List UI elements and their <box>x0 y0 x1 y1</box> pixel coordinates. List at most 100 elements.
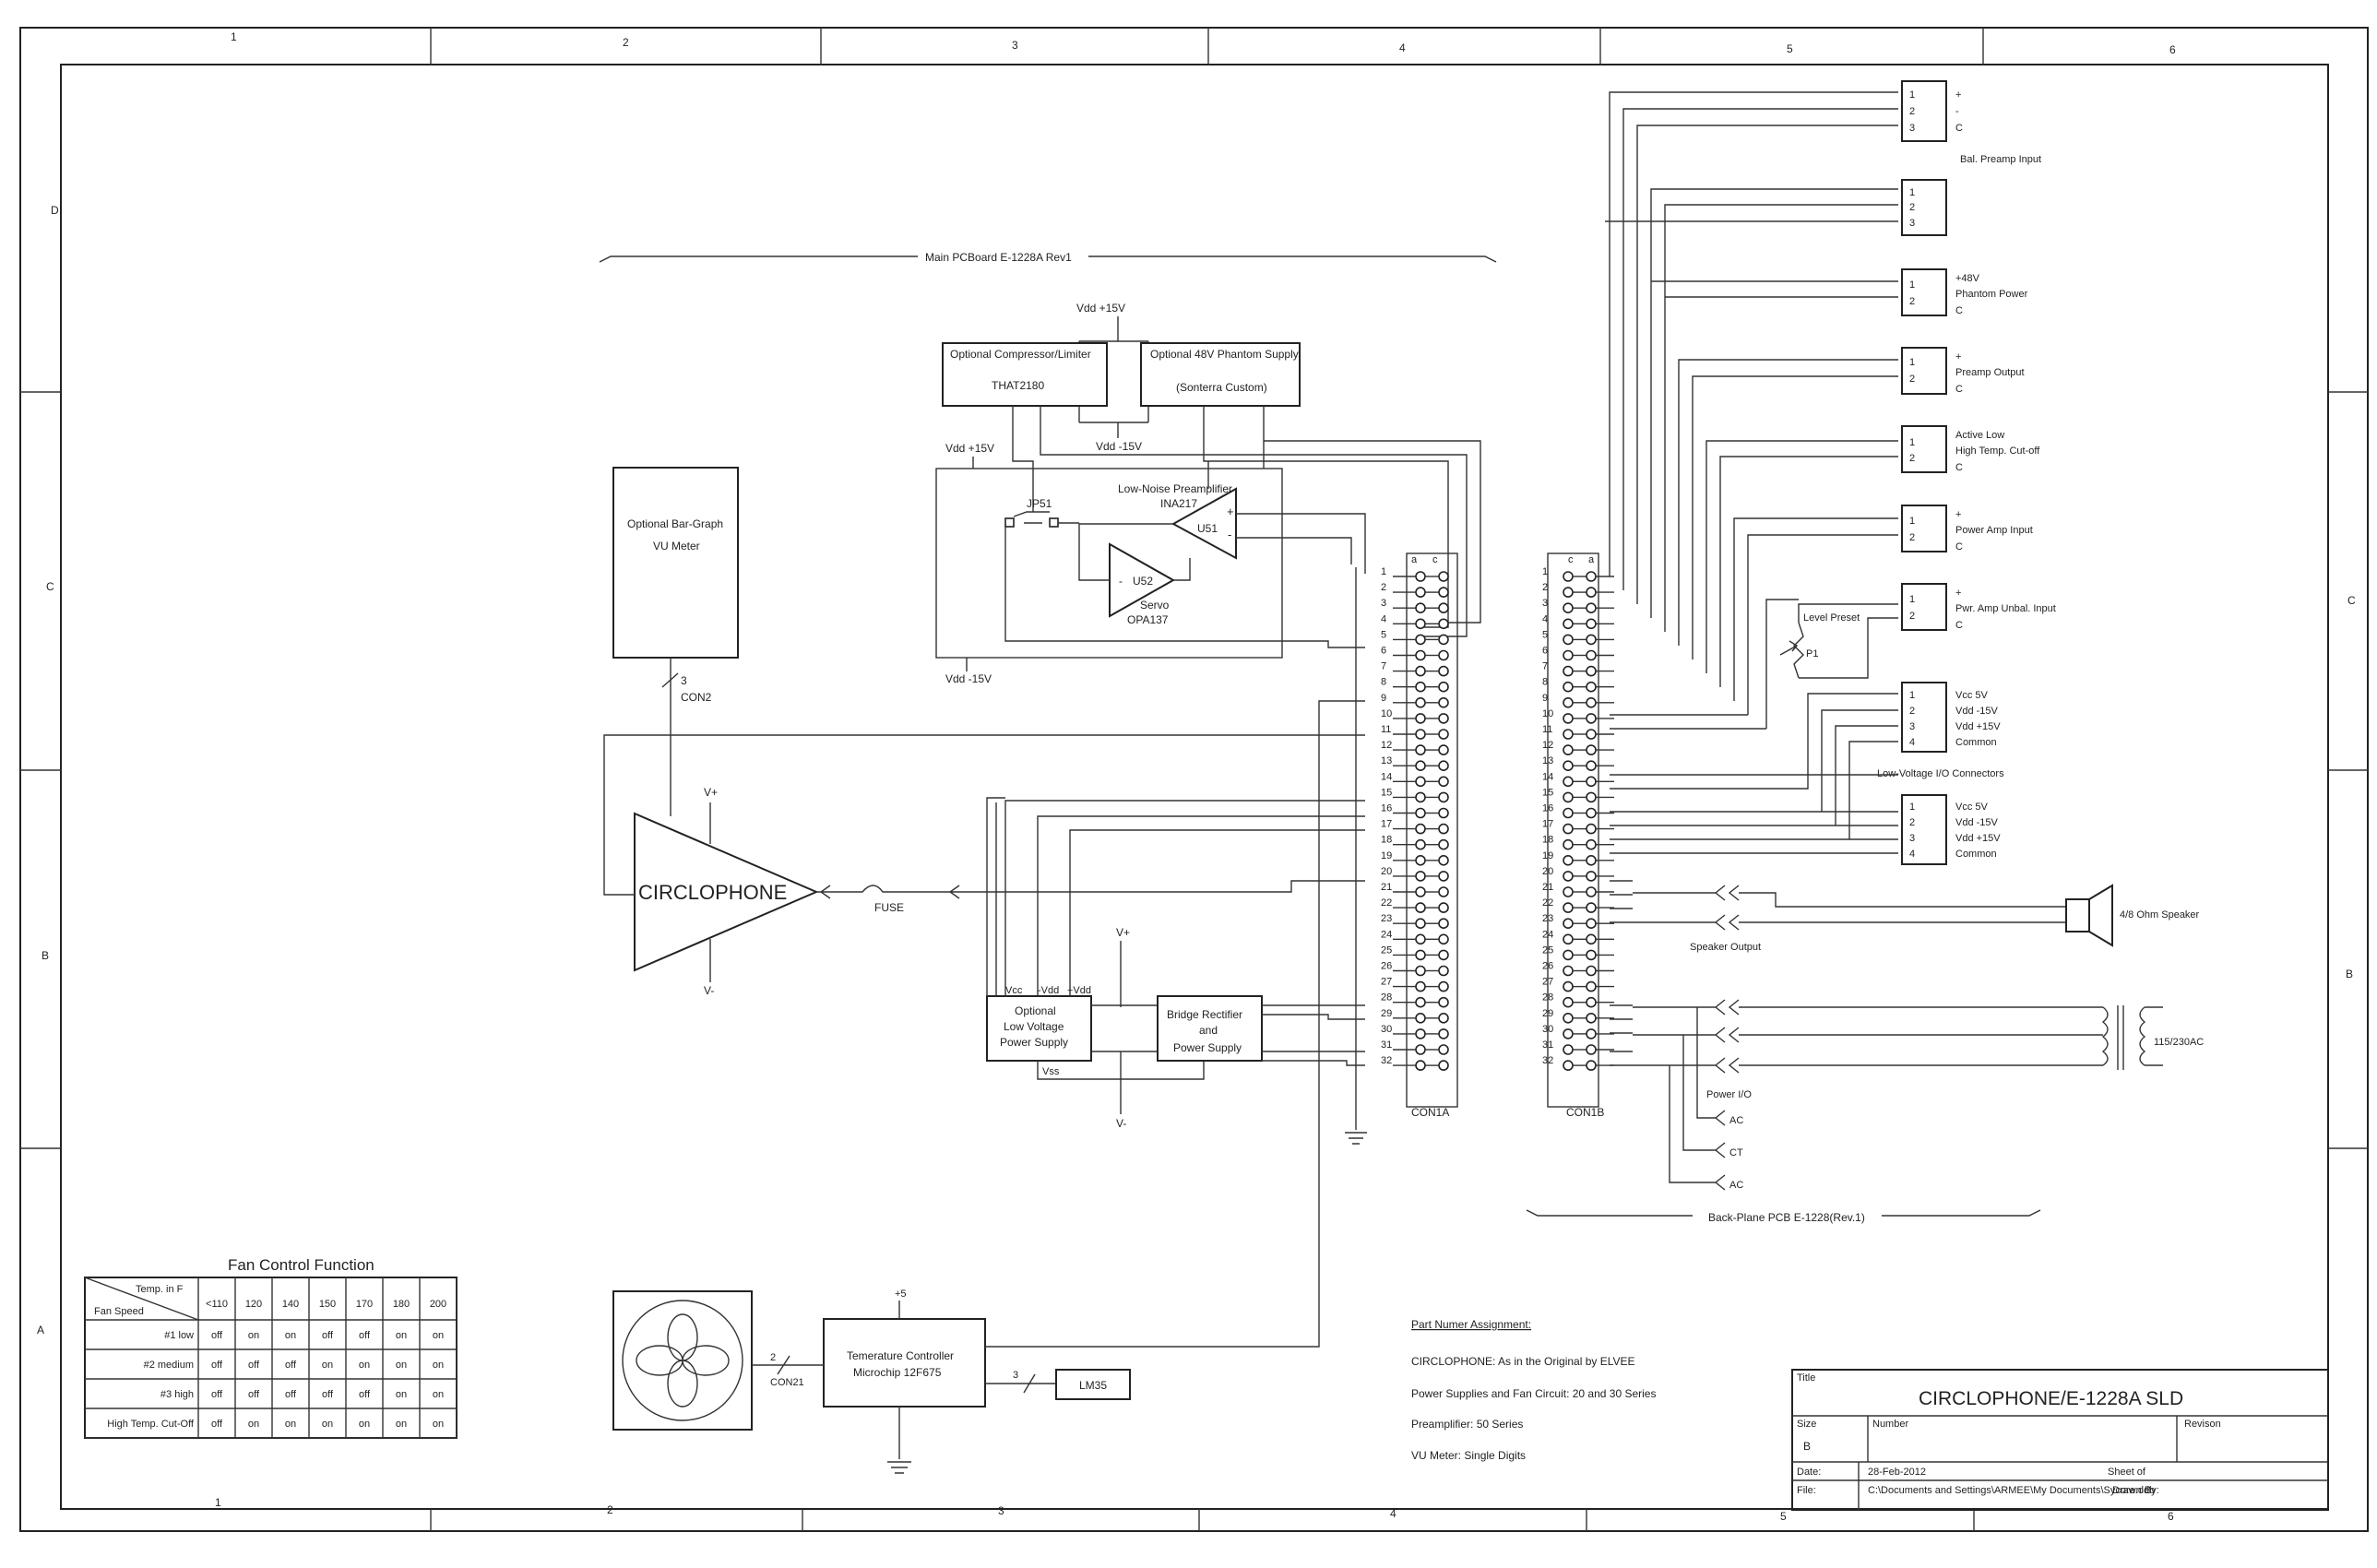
pin-number: 9 <box>1381 693 1386 704</box>
connector-pin <box>1438 949 1449 961</box>
pin-number: 7 <box>1542 661 1548 672</box>
table-temp-header: 200 <box>430 1299 446 1310</box>
connector-pin <box>1438 602 1449 614</box>
preamp-minus: - <box>1228 528 1231 541</box>
pin-number: 13 <box>1381 755 1392 766</box>
signal-label: + <box>1955 509 1961 520</box>
connector-pin <box>1563 1060 1574 1071</box>
table-cell: on <box>285 1419 296 1430</box>
connector-pin <box>1415 713 1426 724</box>
table-cell: on <box>433 1419 444 1430</box>
servo-u52: U52 - Servo OPA137 <box>1109 542 1176 626</box>
backplane-bracket: Back-Plane PCB E-1228(Rev.1) <box>1526 1209 2041 1224</box>
pin-number: 22 <box>1381 897 1392 909</box>
pin-number: 29 <box>1381 1008 1392 1019</box>
pin-number: 27 <box>1381 977 1392 988</box>
table-row-label: #1 low <box>164 1330 194 1341</box>
table-cell: off <box>285 1360 297 1371</box>
connector-pin <box>1563 980 1574 992</box>
con1b-name: CON1B <box>1566 1106 1604 1119</box>
connector-pin <box>1415 634 1426 646</box>
pin-number: 21 <box>1542 882 1553 893</box>
pin-number: 23 <box>1542 913 1553 924</box>
power-io-label: Power I/O <box>1706 1089 1752 1100</box>
lv-io-connector-1: 1 2 3 4 Vcc 5V Vdd -15V Vdd +15V Common <box>1901 682 2001 753</box>
col-label-top: 6 <box>2169 43 2176 56</box>
col-label-bottom: 6 <box>2168 1510 2174 1523</box>
fan-table-title: Fan Control Function <box>228 1256 374 1274</box>
connector-pin <box>1586 602 1597 614</box>
connector-pin <box>1415 996 1426 1008</box>
part-number-assignment: Part Numer Assignment: CIRCLOPHONE: As i… <box>1411 1318 1656 1462</box>
connector-pin <box>1438 933 1449 945</box>
connector-pin <box>1438 681 1449 693</box>
level-preset-label: Level Preset <box>1803 612 1860 624</box>
table-temp-header: <110 <box>206 1299 228 1310</box>
pin-label: 1 <box>1909 279 1915 291</box>
connector-pin <box>1438 838 1449 850</box>
connector-pin <box>1415 933 1426 945</box>
pin-number: 15 <box>1542 787 1553 798</box>
connector-pin <box>1563 1013 1574 1024</box>
pin-number: 8 <box>1542 677 1548 688</box>
signal-label: + <box>1955 89 1961 101</box>
jumper-label: JP51 <box>1027 497 1052 510</box>
signal-label: C <box>1955 541 1963 552</box>
size-label: Size <box>1797 1419 1816 1430</box>
preamp-ref: U51 <box>1197 522 1218 535</box>
connector-pin <box>1415 1060 1426 1071</box>
connector-pin <box>1415 965 1426 977</box>
pin-label: 4 <box>1909 737 1915 748</box>
bal-input-label: Bal. Preamp Input <box>1960 154 2041 165</box>
drawn-by-label: Drawn By: <box>2112 1485 2159 1496</box>
pin-number: 2 <box>1542 582 1548 593</box>
pin-number: 14 <box>1542 771 1553 782</box>
connector-pin <box>1586 823 1597 835</box>
table-row-label: High Temp. Cut-Off <box>107 1419 195 1430</box>
connector-pin <box>1586 918 1597 930</box>
connector-pin <box>1563 949 1574 961</box>
signal-label: Phantom Power <box>1955 289 2028 300</box>
table-temp-header: 140 <box>282 1299 299 1310</box>
pin-number: 28 <box>1542 992 1553 1004</box>
signal-label: C <box>1955 305 1963 316</box>
table-cell: off <box>248 1360 260 1371</box>
connector-pin <box>1586 744 1597 755</box>
pin-number: 1 <box>1542 566 1548 577</box>
connector-pin <box>1415 729 1426 740</box>
table-row-label: #3 high <box>160 1389 194 1400</box>
connector-pin <box>1415 618 1426 630</box>
connector-pin <box>1438 618 1449 630</box>
connector-pin <box>1586 696 1597 708</box>
col-label-top: 2 <box>623 36 629 49</box>
bal-preamp-input: 1 2 3 + - C Bal. Preamp Input <box>1901 80 2041 165</box>
connector-pin <box>1415 1028 1426 1039</box>
pin-label: 3 <box>1909 833 1915 844</box>
connector-pin <box>1586 949 1597 961</box>
lvps-line3: Power Supply <box>1000 1036 1068 1049</box>
table-cell: on <box>359 1360 370 1371</box>
speaker-label: 4/8 Ohm Speaker <box>2120 909 2200 921</box>
signal-label: Common <box>1955 849 1997 860</box>
connector-pin <box>1586 854 1597 866</box>
connector-pin <box>1563 634 1574 646</box>
compressor-title: Optional Compressor/Limiter <box>950 348 1091 361</box>
pin-label: 1 <box>1909 89 1915 101</box>
servo-name: Servo <box>1140 599 1170 612</box>
lv-io-label: Low-Voltage I/O Connectors <box>1877 768 2004 779</box>
connector-pin <box>1586 1028 1597 1039</box>
pin-number: 29 <box>1542 1008 1553 1019</box>
connector-pin <box>1438 996 1449 1008</box>
connector-pin <box>1563 791 1574 803</box>
table-cell: off <box>322 1330 334 1341</box>
part-numbers-line: VU Meter: Single Digits <box>1411 1449 1526 1462</box>
connector-pin <box>1415 791 1426 803</box>
bridge-rectifier: Bridge Rectifier and Power Supply V+ V- <box>1116 926 1365 1130</box>
signal-label: High Temp. Cut-off <box>1955 445 2040 457</box>
signal-label: Vdd -15V <box>1955 706 1999 717</box>
connector-pin <box>1586 713 1597 724</box>
signal-label: + <box>1955 588 1961 599</box>
pin-label: 2 <box>1909 374 1915 385</box>
part-numbers-line: Preamplifier: 50 Series <box>1411 1418 1523 1431</box>
